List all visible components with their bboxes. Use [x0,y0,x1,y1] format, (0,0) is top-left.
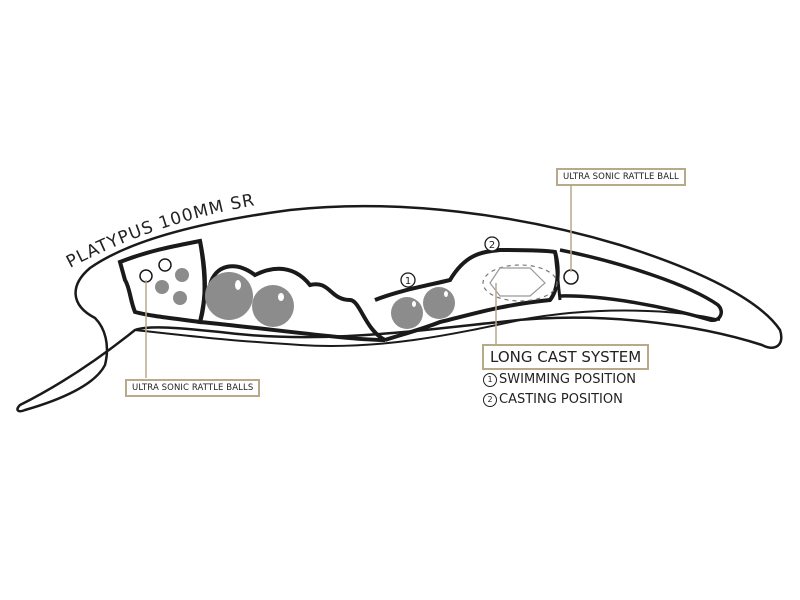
legend-text-swimming: SWIMMING POSITION [499,372,637,387]
rear-rattle-ball [563,269,579,285]
main-weight-balls [205,272,294,327]
inner-shell [134,309,721,347]
label-ultra-sonic-rattle-balls: ULTRA SONIC RATTLE BALLS [125,379,261,397]
long-cast-weights [391,287,455,329]
marker-swimming: 1 [400,272,416,288]
lure-body-outline [16,204,783,413]
casting-position-ghost [482,264,558,302]
main-chamber [197,240,387,342]
label-long-cast-system: LONG CAST SYSTEM [482,344,650,370]
front-rattle-balls [139,258,189,305]
svg-text:2: 2 [489,240,495,251]
legend-number-1: 1 [483,373,497,387]
marker-casting: 2 [484,236,500,252]
lure-title: PLATYPUS 100MM SR [63,190,257,272]
rear-slot [559,248,723,322]
svg-text:1: 1 [405,276,411,287]
legend-number-2: 2 [483,393,497,407]
legend-text-casting: CASTING POSITION [499,392,623,407]
label-ultra-sonic-rattle-ball: ULTRA SONIC RATTLE BALL [556,168,686,186]
